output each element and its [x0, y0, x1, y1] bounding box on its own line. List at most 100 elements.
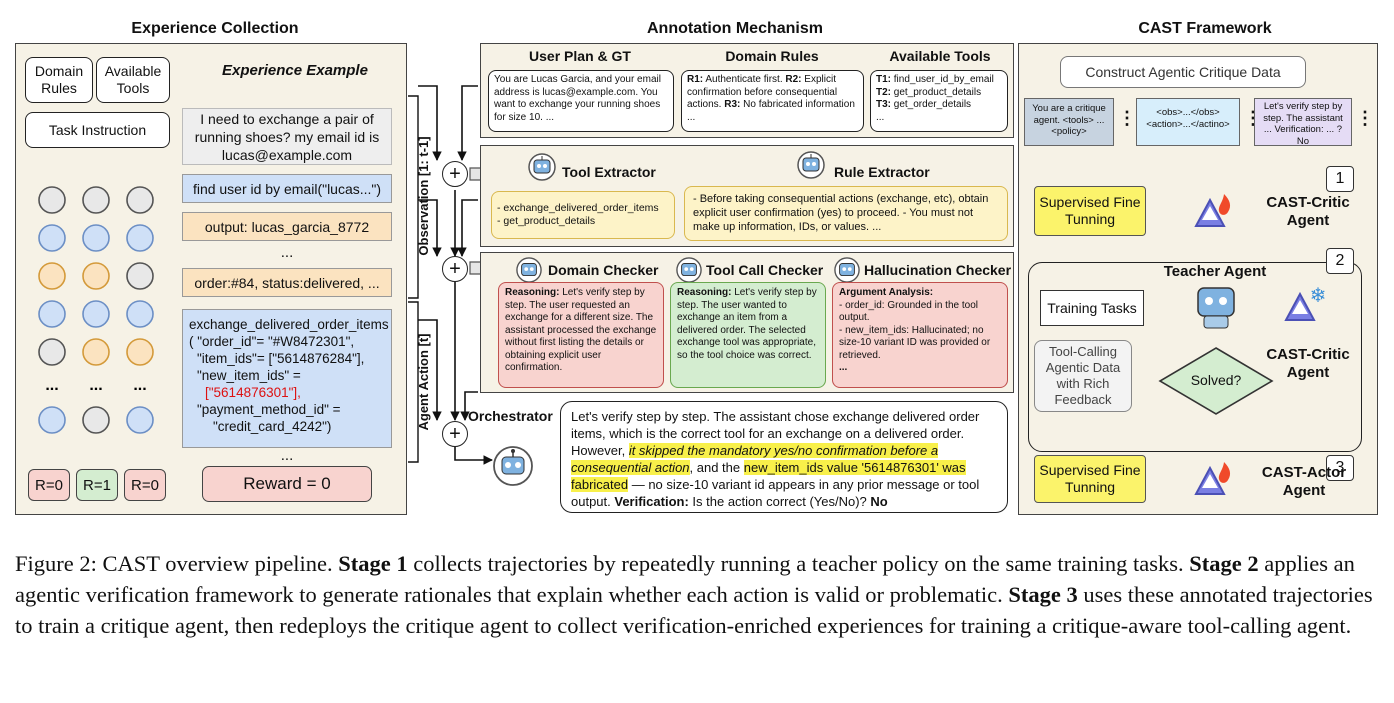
trajectory-nodes: .........: [38, 186, 154, 434]
trajectory-node: [82, 262, 110, 290]
call-line-4: "new_item_ids" =: [197, 368, 301, 383]
node-ellipsis: ...: [45, 377, 58, 394]
available-tools-title: Available Tools: [889, 48, 991, 64]
observation-label: Observation [1: t-1]: [416, 136, 431, 256]
rule-r3: No fabricated information: [740, 99, 855, 110]
trajectory-node: [126, 406, 154, 434]
extracted-tool-2: - get_product_details: [497, 215, 596, 227]
hallucination-checker-title: Hallucination Checker: [864, 262, 1012, 278]
argument-analysis-label: Argument Analysis:: [839, 287, 934, 298]
rule-r1: Authenticate first.: [703, 74, 786, 85]
trajectory-node: [82, 300, 110, 328]
reward-right: R=0: [124, 469, 166, 501]
stage-2-term: Stage 2: [1189, 551, 1259, 576]
task-instruction-box: Task Instruction: [25, 112, 170, 148]
reward-left: R=0: [28, 469, 70, 501]
experience-collection-title: Experience Collection: [131, 20, 299, 37]
robot-icon: [516, 257, 542, 283]
trajectory-ellipsis: ...: [280, 244, 294, 261]
domain-checker-reasoning: Reasoning: Let's verify step by step. Th…: [498, 282, 664, 388]
hallucination-checker-analysis: Argument Analysis: - order_id: Grounded …: [832, 282, 1008, 388]
figure-caption: Figure 2: CAST overview pipeline. Stage …: [15, 551, 1373, 638]
solved-decision-diamond: [1158, 347, 1274, 415]
robot-icon: [528, 153, 556, 181]
cast-framework-title: CAST Framework: [1138, 20, 1272, 37]
cast-critic-agent-label: CAST-Critic Agent: [1266, 194, 1350, 229]
cast-critic-agent-label-2: CAST-Critic Agent: [1266, 346, 1350, 381]
trajectory-node: [126, 300, 154, 328]
merge-node-2: +: [442, 256, 468, 282]
trajectory-node: [38, 300, 66, 328]
svg-text:❄: ❄: [1310, 285, 1327, 307]
exchange-call-box: exchange_delivered_order_items ( "order_…: [182, 309, 392, 448]
solved-label: Solved?: [1190, 372, 1242, 388]
robot-icon: [834, 257, 860, 283]
available-tools-box: Available Tools: [96, 57, 170, 103]
call-line-1: exchange_delivered_order_items: [189, 317, 389, 332]
new-item-ids-hallucinated: - new_item_ids: Hallucinated; no size-10…: [839, 324, 991, 361]
tools-ellipsis: ...: [876, 111, 885, 123]
tool-calling-data-box: Tool-Calling Agentic Data with Rich Feed…: [1034, 340, 1132, 412]
frozen-model-icon: ❄: [1284, 285, 1327, 321]
rules-ellipsis: ...: [687, 111, 696, 123]
sft-stage-3-button: Supervised Fine Tunning: [1034, 455, 1146, 503]
verification-rationale-sample: Let's verify step by step. The assistant…: [1254, 98, 1352, 147]
robot-icon: [676, 257, 702, 283]
merge-node-3: +: [442, 421, 468, 447]
order-status-box: order:#84, status:delivered, ...: [182, 268, 392, 297]
trajectory-node-grid: .........: [36, 184, 166, 449]
teacher-robot-icon: [1197, 287, 1235, 329]
stage-2-badge: 2: [1326, 248, 1354, 274]
tool-output-box: output: lucas_garcia_8772: [182, 212, 392, 241]
orchestrator-verification-box: Let's verify step by step. The assistant…: [560, 401, 1008, 513]
analysis-ellipsis: ...: [839, 362, 848, 373]
node-ellipsis: ...: [133, 377, 146, 394]
tool-call-checker-title: Tool Call Checker: [706, 262, 824, 278]
trajectory-node: [38, 406, 66, 434]
stage-1-term: Stage 1: [338, 551, 408, 576]
construct-critique-data-box: Construct Agentic Critique Data: [1060, 56, 1306, 88]
trajectory-node: [126, 224, 154, 252]
cast-actor-agent-label: CAST-Actor Agent: [1261, 464, 1347, 499]
rule-r3-id: R3:: [724, 99, 741, 110]
tool-t2: T2: get_product_details: [876, 86, 982, 98]
tool-t1: T1: find_user_id_by_email: [876, 74, 994, 85]
trajectory-node: [126, 262, 154, 290]
reward-total-box: Reward = 0: [202, 466, 372, 502]
tool-extractor-title: Tool Extractor: [562, 164, 656, 180]
extracted-rules-box: - Before taking consequential actions (e…: [684, 186, 1008, 241]
orchestrator-robot-icon: [493, 446, 533, 486]
experience-example-title: Experience Example: [222, 62, 368, 79]
tool-t3: T3: get_order_details: [876, 99, 972, 110]
available-tools-list: T1: find_user_id_by_email T2: get_produc…: [870, 70, 1008, 132]
call-line-3: "item_ids"= ["5614876284"],: [197, 351, 365, 366]
find-user-call-box: find user id by email("lucas..."): [182, 174, 392, 203]
sft-stage-1-button: Supervised Fine Tunning: [1034, 186, 1146, 236]
tool-call-checker-reasoning: Reasoning: Let's verify step by step. Th…: [670, 282, 826, 388]
training-tasks-box: Training Tasks: [1040, 290, 1144, 326]
observation-action-sample: <obs>...</obs> <action>...</actino>: [1136, 98, 1240, 146]
annotation-mechanism-title: Annotation Mechanism: [646, 20, 823, 37]
trajectory-node: [38, 186, 66, 214]
vdots-3: ⋮: [1356, 108, 1374, 128]
user-plan-box: You are Lucas Garcia, and your email add…: [488, 70, 674, 132]
extracted-tool-1: - exchange_delivered_order_items: [497, 202, 659, 214]
domain-rules-box: Domain Rules: [25, 57, 93, 103]
domain-checker-title: Domain Checker: [548, 262, 659, 278]
trajectory-ellipsis-2: ...: [280, 447, 294, 464]
merge-node-1: +: [442, 161, 468, 187]
trajectory-node: [82, 224, 110, 252]
rule-r2: Explicit confirmation before consequenti…: [687, 74, 838, 110]
call-line-5: "payment_method_id" =: [197, 402, 341, 417]
trajectory-node: [38, 224, 66, 252]
trajectory-node: [38, 262, 66, 290]
call-line-2: ( "order_id"= "#W8472301",: [189, 334, 355, 349]
critique-prompt-sample: You are a critique agent. <tools> ...<po…: [1024, 98, 1114, 146]
flame-model-icon: [1194, 194, 1231, 227]
stage-3-badge: 3: [1326, 455, 1354, 481]
trajectory-node: [38, 338, 66, 366]
vdots-1: ⋮: [1118, 108, 1136, 128]
trajectory-node: [126, 186, 154, 214]
verification-answer: No: [870, 494, 888, 509]
flame-model-icon: [1194, 462, 1231, 495]
